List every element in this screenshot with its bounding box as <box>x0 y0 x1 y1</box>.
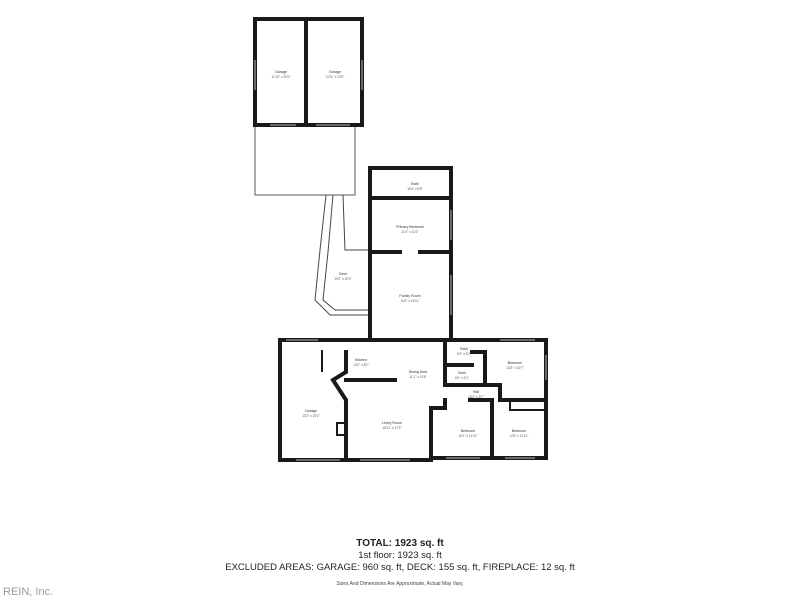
detached-garage-apron <box>254 124 356 196</box>
label-bath-rear: Bath <box>411 182 418 186</box>
dims-bath-1: 6'4" x 5'3" <box>457 352 471 356</box>
label-primary-bedroom: Primary Bedroom <box>396 225 424 229</box>
label-living-room: Living Room <box>382 421 402 425</box>
dims-garage-2: 11'11" x 22'0" <box>326 75 345 79</box>
label-family-room: Family Room <box>399 294 420 298</box>
label-kitchen: Kitchen <box>355 358 367 362</box>
disclaimer-text: Sizes And Dimensions Are Approximate, Ac… <box>336 581 464 587</box>
dims-bedroom-far: 11'8" x 11'10" <box>510 434 529 438</box>
label-bedroom-far: Bedroom <box>512 429 527 433</box>
label-hall: Hall <box>473 390 479 394</box>
dims-primary-bedroom: 11'4" x 11'2" <box>401 230 418 234</box>
label-bedroom-right: Bedroom <box>508 361 523 365</box>
watermark: REIN, Inc. <box>3 586 54 598</box>
label-garage-1: Garage <box>275 70 287 74</box>
label-garage-2: Garage <box>329 70 341 74</box>
room-labels: Garage 11'10" x 22'0" Garage 11'11" x 22… <box>271 70 528 438</box>
detached-garage-walls <box>253 17 364 127</box>
garage-living-wall <box>330 350 348 462</box>
detached-garage <box>253 17 364 196</box>
hall-wall-left <box>429 398 447 410</box>
deck-outline-inner <box>342 194 370 251</box>
closet-wall <box>509 400 546 411</box>
dims-garage-main: 13'1" x 29'2" <box>302 414 319 418</box>
dims-dining-area: 11'1" x 13'6" <box>409 375 426 379</box>
label-deck: Deck <box>339 272 347 276</box>
deck-outline-mid <box>322 194 370 311</box>
fireplace <box>336 422 346 436</box>
dims-kitchen: 14'2" x 8'1" <box>353 363 369 367</box>
label-bath-1: Bath <box>460 347 467 351</box>
total-area: TOTAL: 1923 sq. ft <box>356 538 444 549</box>
label-bedroom-mid: Bedroom <box>461 429 476 433</box>
deck-outline-outer <box>314 194 370 316</box>
dims-deck: 10'0" x 20'0" <box>334 277 351 281</box>
bedroom-right-walls <box>483 383 548 402</box>
dims-bedroom-mid: 10'1" x 11'10" <box>458 434 477 438</box>
dims-hall: 16'4" x 3'7" <box>468 395 484 399</box>
label-bath-2: Bath <box>458 371 465 375</box>
dims-living-room: 18'11" x 17'3" <box>382 426 401 430</box>
first-floor-area: 1st floor: 1923 sq. ft <box>358 550 442 561</box>
bedroom-divider <box>468 398 494 460</box>
dims-garage-1: 11'10" x 22'0" <box>271 75 290 79</box>
dims-bath-2: 6'4" x 5'1" <box>455 376 469 380</box>
deck-area <box>314 194 370 316</box>
label-garage-main: Garage <box>305 409 317 413</box>
dims-bath-rear: 11'6" x 5'8" <box>407 187 422 191</box>
excluded-areas: EXCLUDED AREAS: GARAGE: 960 sq. ft, DECK… <box>225 562 575 573</box>
dims-bedroom-right: 13'3" x 10'7" <box>506 366 523 370</box>
label-dining-area: Dining Area <box>409 370 428 374</box>
main-house <box>278 338 548 462</box>
dims-family-room: 11'6" x 16'11" <box>401 299 420 303</box>
area-summary: TOTAL: 1923 sq. ft 1st floor: 1923 sq. f… <box>0 537 800 587</box>
floor-plan: Garage 11'10" x 22'0" Garage 11'11" x 22… <box>253 17 548 462</box>
rear-wing <box>368 166 453 342</box>
